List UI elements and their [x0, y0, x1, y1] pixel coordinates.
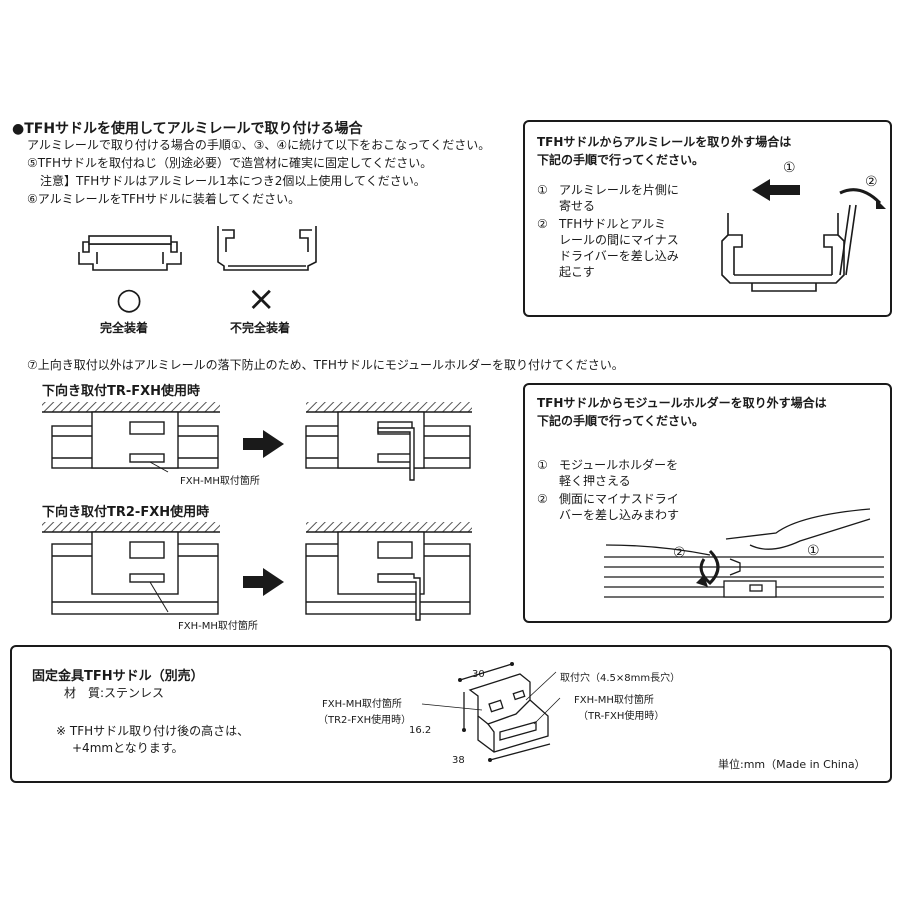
step-text: アルミレールを片側に	[559, 183, 679, 197]
remove-rail-diagram	[721, 179, 886, 292]
callout-1: ①	[783, 160, 796, 176]
ng-label: 不完全装着	[230, 321, 291, 335]
left-arrow-icon	[752, 179, 800, 201]
remove-holder-diagram	[604, 508, 884, 598]
remove-holder-title: TFHサドルからモジュールホルダーを取り外す場合は	[537, 396, 827, 410]
section-title: ●TFHサドルを使用してアルミレールで取り付ける場合	[12, 121, 363, 137]
right-label: （TR-FXH使用時）	[578, 711, 665, 722]
rotate-arrow-icon	[699, 549, 720, 586]
remove-holder-title: 下記の手順で行ってください。	[537, 414, 705, 428]
dim-length: 38	[452, 755, 465, 766]
step-number: ②	[537, 217, 548, 231]
down-tr2-diagram	[42, 522, 472, 621]
fxh-mh-label: FXH-MH取付箇所	[180, 476, 260, 487]
complete-mount-diagram	[78, 235, 182, 271]
hole-label: 取付穴（4.5×8mm長穴）	[560, 673, 681, 684]
instruction-line: ⑤TFHサドルを取付ねじ（別途必要）で造営材に確実に固定してください。	[27, 156, 433, 170]
step-number: ①	[537, 183, 548, 197]
curved-arrow-icon	[839, 188, 882, 205]
step-text: ドライバーを差し込み	[559, 249, 679, 263]
instruction-line: アルミレールで取り付ける場合の手順①、③、④に続けて以下をおこなってください。	[27, 138, 491, 152]
down-tr-title: 下向き取付TR-FXH使用時	[42, 384, 201, 399]
spec-material: 材 質:ステンレス	[64, 686, 165, 700]
caution-line: 注意】TFHサドルはアルミレール1本につき2個以上使用してください。	[40, 174, 426, 188]
left-label: FXH-MH取付箇所	[322, 699, 402, 710]
callout-1: ①	[807, 543, 820, 559]
spec-note: ※ TFHサドル取り付け後の高さは、	[56, 724, 250, 738]
incomplete-mount-diagram	[217, 226, 317, 271]
left-label: （TR2-FXH使用時）	[318, 715, 412, 726]
saddle-isometric-diagram	[421, 662, 561, 762]
ok-label: 完全装着	[100, 321, 149, 335]
spec-note: +4mmとなります。	[72, 741, 184, 755]
step-text: レールの間にマイナス	[559, 233, 679, 247]
down-tr-diagram	[42, 402, 472, 481]
remove-rail-box: TFHサドルからアルミレールを取り外す場合は 下記の手順で行ってください。 ① …	[523, 120, 892, 317]
step-text: 起こす	[559, 265, 595, 279]
step-text: バーを差し込みまわす	[559, 508, 680, 522]
remove-rail-title: 下記の手順で行ってください。	[537, 153, 705, 167]
step-number: ②	[537, 492, 548, 506]
instruction-line: ⑥アルミレールをTFHサドルに装着してください。	[27, 192, 301, 206]
step-text: 寄せる	[559, 199, 596, 213]
step-text: モジュールホルダーを	[559, 458, 679, 472]
step-text: TFHサドルとアルミ	[559, 217, 667, 231]
step7-instruction: ⑦上向き取付以外はアルミレールの落下防止のため、TFHサドルにモジュールホルダー…	[27, 358, 624, 372]
fxh-mh-label: FXH-MH取付箇所	[178, 621, 258, 632]
unit-label: 単位:mm（Made in China）	[718, 758, 866, 771]
dim-height: 16.2	[409, 725, 432, 736]
spec-title: 固定金具TFHサドル（別売）	[32, 669, 204, 684]
step-number: ①	[537, 458, 548, 472]
step-text: 軽く押さえる	[559, 474, 631, 488]
step-text: 側面にマイナスドライ	[559, 492, 679, 506]
remove-rail-title: TFHサドルからアルミレールを取り外す場合は	[537, 135, 792, 149]
down-tr2-title: 下向き取付TR2-FXH使用時	[42, 505, 210, 520]
spec-box: 固定金具TFHサドル（別売） 材 質:ステンレス ※ TFHサドル取り付け後の高…	[10, 645, 892, 783]
remove-holder-box: TFHサドルからモジュールホルダーを取り外す場合は 下記の手順で行ってください。…	[523, 383, 892, 623]
ok-mark: ○	[116, 282, 143, 317]
right-label: FXH-MH取付箇所	[574, 695, 654, 706]
ng-mark: ×	[247, 279, 276, 319]
callout-2: ②	[865, 174, 878, 190]
